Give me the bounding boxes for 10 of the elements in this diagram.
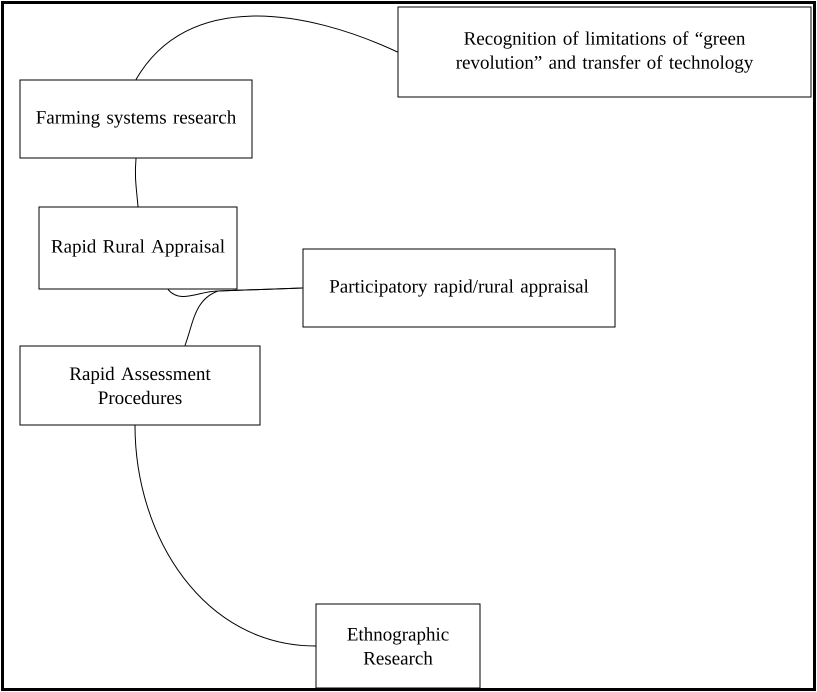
connector	[136, 16, 398, 80]
text-box: Farming systems research	[20, 79, 252, 158]
connector	[134, 158, 138, 207]
connector	[134, 424, 316, 646]
text-box: Rapid Rural Appraisal	[38, 206, 238, 290]
text-box: Recognition of limitations of “green revolution” and transfer of technology	[398, 6, 812, 98]
connector	[184, 287, 303, 346]
text-box: Ethnographic Research	[316, 603, 480, 688]
text-box: Participatory rapid/rural appraisal	[302, 248, 616, 328]
text-box: Rapid Assessment Procedures	[20, 345, 260, 426]
